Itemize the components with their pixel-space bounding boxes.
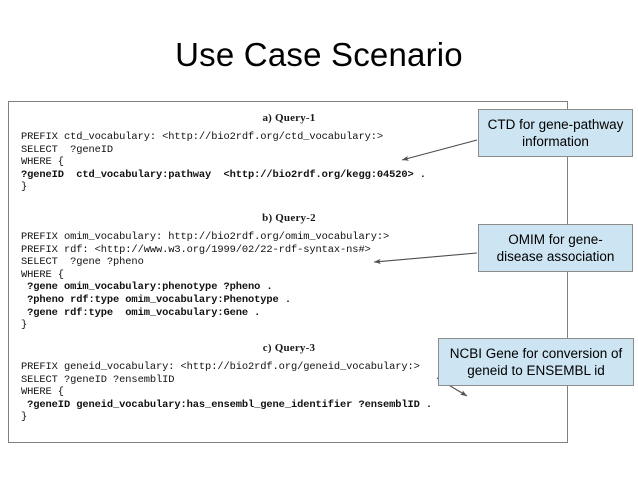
query-block-3: c) Query-3 PREFIX geneid_vocabulary: <ht… — [9, 342, 569, 424]
page-title: Use Case Scenario — [175, 36, 463, 73]
query-1-code-plain: PREFIX ctd_vocabulary: <http://bio2rdf.o… — [21, 131, 383, 169]
query-1-caption: a) Query-1 — [262, 112, 316, 124]
query-2-code: PREFIX omim_vocabulary: http://bio2rdf.o… — [9, 231, 569, 332]
query-2-code-close: } — [21, 319, 28, 332]
query-3-code-bold: ?geneID geneid_vocabulary:has_ensembl_ge… — [21, 398, 433, 411]
query-1-code: PREFIX ctd_vocabulary: <http://bio2rdf.o… — [9, 131, 569, 194]
query-1-code-close: } — [21, 181, 28, 194]
callout-ncbi: NCBI Gene for conversion of geneid to EN… — [438, 338, 634, 386]
callout-ctd: CTD for gene-pathway information — [478, 109, 633, 157]
query-2-code-plain: PREFIX omim_vocabulary: http://bio2rdf.o… — [21, 231, 390, 281]
query-3-code-close: } — [21, 411, 28, 424]
query-2-caption: b) Query-2 — [262, 212, 316, 224]
query-3-code-plain: PREFIX geneid_vocabulary: <http://bio2rd… — [21, 361, 420, 399]
query-block-1: a) Query-1 PREFIX ctd_vocabulary: <http:… — [9, 112, 569, 194]
query-2-code-bold: ?gene omim_vocabulary:phenotype ?pheno .… — [27, 281, 291, 319]
callout-omim: OMIM for gene-disease association — [478, 224, 633, 272]
query-block-2: b) Query-2 PREFIX omim_vocabulary: http:… — [9, 212, 569, 332]
query-3-caption: c) Query-3 — [262, 342, 316, 354]
query-3-code: PREFIX geneid_vocabulary: <http://bio2rd… — [9, 361, 569, 424]
query-1-code-bold: ?geneID ctd_vocabulary:pathway <http://b… — [21, 168, 426, 181]
